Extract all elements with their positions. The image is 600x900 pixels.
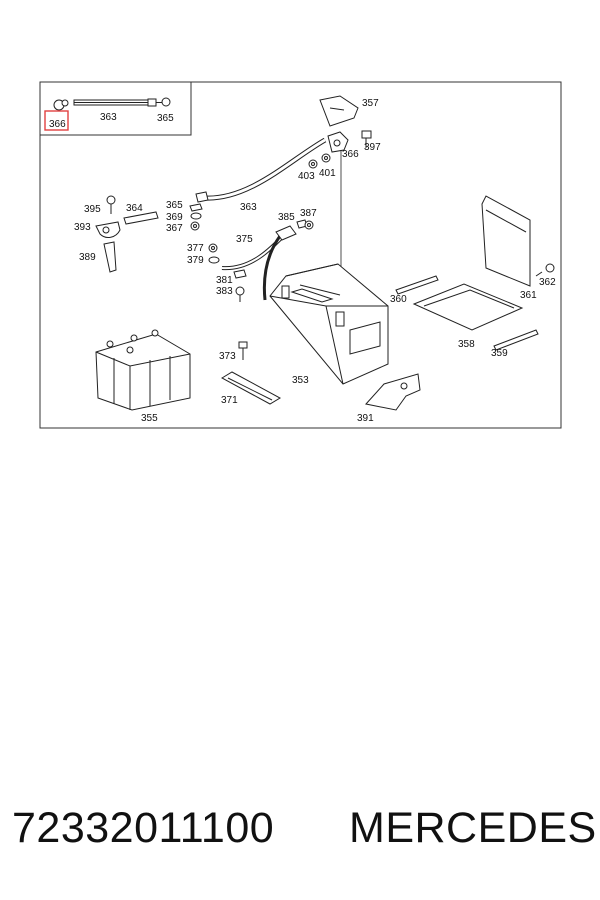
label-389: 389 xyxy=(79,252,96,263)
label-369: 369 xyxy=(166,212,183,223)
label-375: 375 xyxy=(236,234,253,245)
nut-367 xyxy=(190,221,200,231)
bolt-383 xyxy=(235,286,245,302)
diagram-frame xyxy=(39,81,562,429)
nut-403 xyxy=(308,159,318,169)
label-395: 395 xyxy=(84,204,101,215)
label-357: 357 xyxy=(362,98,379,109)
label-365: 365 xyxy=(166,200,183,211)
sleeve-364 xyxy=(123,211,159,225)
ground-cable-375 xyxy=(221,225,297,301)
strip-360 xyxy=(395,275,439,295)
footer: 72332011100 MERCEDES xyxy=(0,800,600,870)
hold-down-371 xyxy=(220,371,282,405)
exploded-parts-diagram: 363 365 366 357 366 397 403 401 395 364 … xyxy=(39,81,562,429)
washer-369 xyxy=(190,212,202,220)
label-353: 353 xyxy=(292,375,309,386)
terminal-381 xyxy=(233,269,247,279)
label-355: 355 xyxy=(141,413,158,424)
battery-cover-357 xyxy=(319,95,359,127)
label-358: 358 xyxy=(458,339,475,350)
screw-362 xyxy=(535,263,555,277)
label-363: 363 xyxy=(240,202,257,213)
label-359: 359 xyxy=(491,348,508,359)
panel-361 xyxy=(481,195,531,287)
label-367: 367 xyxy=(166,223,183,234)
inset-cable-363 xyxy=(53,97,171,111)
nut-401 xyxy=(321,153,331,163)
label-397: 397 xyxy=(364,142,381,153)
label-365-inset: 365 xyxy=(157,113,174,124)
battery-cable-363 xyxy=(195,137,327,203)
label-366: 366 xyxy=(342,149,359,160)
label-363-inset: 363 xyxy=(100,112,117,123)
tray-358 xyxy=(412,283,524,331)
strip-359 xyxy=(493,329,539,351)
battery-353 xyxy=(269,263,389,385)
nut-387 xyxy=(304,220,314,230)
label-403: 403 xyxy=(298,171,315,182)
label-385: 385 xyxy=(278,212,295,223)
terminal-clamp-366 xyxy=(327,131,349,153)
washer-379 xyxy=(208,256,220,264)
label-383: 383 xyxy=(216,286,233,297)
label-391: 391 xyxy=(357,413,374,424)
screw-395 xyxy=(106,195,116,214)
label-366-inset: 366 xyxy=(49,119,66,130)
inset-frame xyxy=(39,81,192,136)
label-361: 361 xyxy=(520,290,537,301)
battery-cells-355 xyxy=(95,329,191,411)
bracket-391 xyxy=(365,373,421,411)
label-381: 381 xyxy=(216,275,233,286)
label-401: 401 xyxy=(319,168,336,179)
bolt-373 xyxy=(238,341,248,360)
bracket-389 xyxy=(103,241,117,273)
highlight-366-inset xyxy=(44,110,69,131)
brand-name: MERCEDES xyxy=(349,804,597,852)
part-number: 72332011100 xyxy=(12,804,275,852)
label-364: 364 xyxy=(126,203,143,214)
label-371: 371 xyxy=(221,395,238,406)
bolt-397 xyxy=(361,130,372,148)
label-373: 373 xyxy=(219,351,236,362)
label-379: 379 xyxy=(187,255,204,266)
nut-377 xyxy=(208,243,218,253)
clamp-393 xyxy=(95,221,121,238)
label-360: 360 xyxy=(390,294,407,305)
terminal-365 xyxy=(189,203,203,212)
label-362: 362 xyxy=(539,277,556,288)
label-387: 387 xyxy=(300,208,317,219)
label-377: 377 xyxy=(187,243,204,254)
label-393: 393 xyxy=(74,222,91,233)
